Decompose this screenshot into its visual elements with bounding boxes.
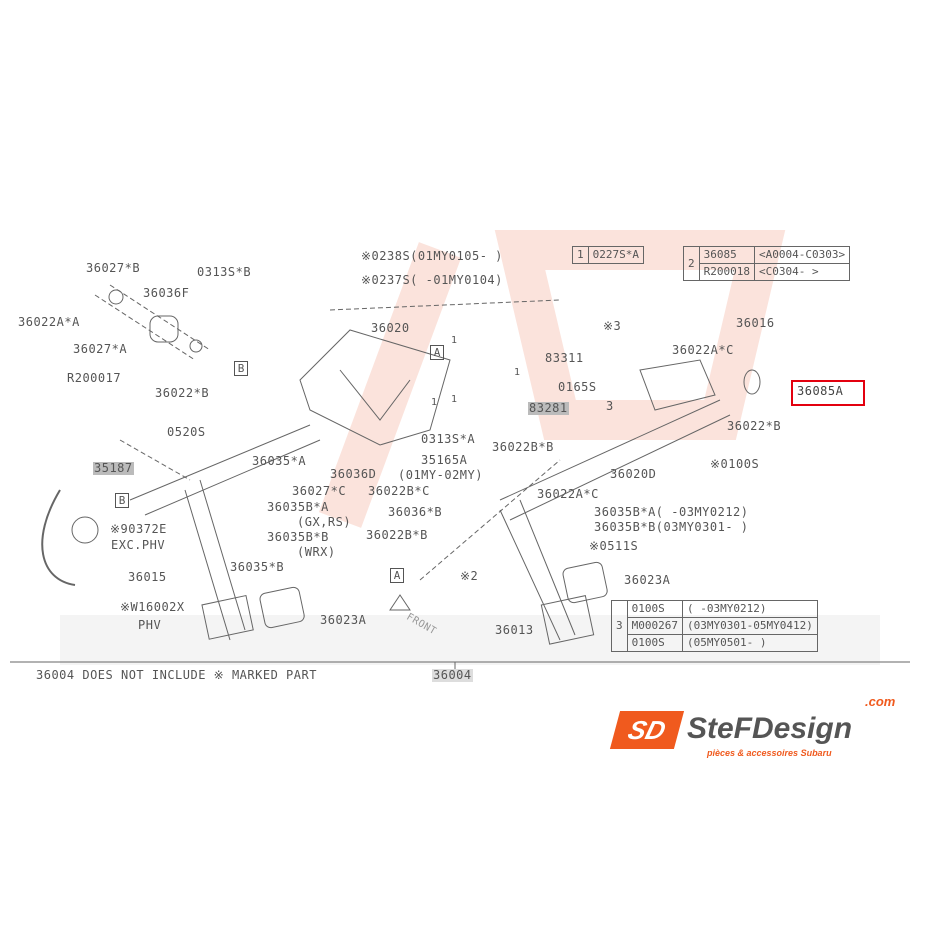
part-label-selected[interactable]: 36085A xyxy=(797,384,844,398)
part-label: ※90372E xyxy=(110,522,167,536)
part-number: M000267 xyxy=(626,617,683,635)
part-label: (01MY-02MY) xyxy=(398,468,483,482)
part-label: ※0100S xyxy=(710,457,760,471)
part-label: 0165S xyxy=(558,380,597,394)
part-label-highlighted: 35187 xyxy=(93,461,134,475)
ref-note-3: ※3 xyxy=(603,319,622,333)
part-label: 36036D xyxy=(330,467,377,481)
part-label: ※0238S(01MY0105- ) xyxy=(361,249,503,263)
part-label: 36035*A xyxy=(252,454,307,468)
part-label: 0313S*A xyxy=(421,432,476,446)
logo-mark: SD xyxy=(609,711,685,749)
part-label: 36022A*A xyxy=(18,315,80,329)
ref-circle-1: 1 xyxy=(514,367,521,378)
part-label: PHV xyxy=(138,618,162,632)
part-label: 36013 xyxy=(495,623,534,637)
part-label: ※0511S xyxy=(589,539,639,553)
date-range: (05MY0501- ) xyxy=(681,634,818,652)
part-number: 0100S xyxy=(626,634,683,652)
date-range: ( -03MY0212) xyxy=(681,600,818,618)
part-label: 36035B*A( -03MY0212) xyxy=(594,505,749,519)
part-number: 0227S*A xyxy=(587,246,644,264)
part-label: 83311 xyxy=(545,351,584,365)
part-label: 36022*B xyxy=(727,419,782,433)
date-range: <A0004-C0303> xyxy=(753,246,851,264)
part-label: 36022B*B xyxy=(366,528,428,542)
ref-circle-1: 1 xyxy=(431,397,438,408)
part-label: (WRX) xyxy=(297,545,336,559)
clutch-pedal-arm xyxy=(184,479,246,641)
part-label: 36022B*C xyxy=(368,484,430,498)
part-label: ※W16002X xyxy=(120,600,185,614)
part-label: 36035B*B xyxy=(267,530,329,544)
pedal-bracket xyxy=(299,329,451,446)
ref-circle-3: 3 xyxy=(606,399,614,413)
ref-box-a: A xyxy=(430,345,444,360)
part-label: 36023A xyxy=(320,613,367,627)
ref-circle-1: 1 xyxy=(451,335,458,346)
part-number: 36085 xyxy=(698,246,755,264)
brake-shaft xyxy=(499,399,731,521)
part-label: 36035B*B(03MY0301- ) xyxy=(594,520,749,534)
clutch-cable xyxy=(41,489,76,586)
part-number: 0100S xyxy=(626,600,683,618)
ref-box-b: B xyxy=(234,361,248,376)
part-label: 36035*B xyxy=(230,560,285,574)
part-label: 0313S*B xyxy=(197,265,252,279)
part-label: 0520S xyxy=(167,425,206,439)
part-label: 36036*B xyxy=(388,505,443,519)
ref-number: 3 xyxy=(611,600,628,652)
footer-note: 36004 DOES NOT INCLUDE ※ MARKED PART xyxy=(36,668,317,682)
selected-part-highlight xyxy=(791,380,865,406)
date-range: <C0304- > xyxy=(753,263,851,281)
ref-number: 1 xyxy=(572,246,589,264)
logo-brand: SteFDesign xyxy=(687,712,853,745)
part-label: (GX,RS) xyxy=(297,515,352,529)
ref-box-a: A xyxy=(390,568,404,583)
part-label: 35165A xyxy=(421,453,468,467)
shaft xyxy=(129,424,321,516)
brake-pedal-arm xyxy=(499,499,576,641)
part-label: ※0237S( -01MY0104) xyxy=(361,273,503,287)
ref-number: 2 xyxy=(683,246,700,281)
part-label: 36022B*B xyxy=(492,440,554,454)
part-label: 36027*A xyxy=(73,342,128,356)
ref-note-2: ※2 xyxy=(460,569,479,583)
stefdesign-logo: SD SteFDesign .com pièces & accessoires … xyxy=(609,695,915,761)
part-label: 36022A*C xyxy=(537,487,599,501)
part-label: R200017 xyxy=(67,371,122,385)
ref-box-b: B xyxy=(115,493,129,508)
part-label: 36022*B xyxy=(155,386,210,400)
boot-part xyxy=(149,315,179,343)
part-label: 36020 xyxy=(371,321,410,335)
logo-domain: .com xyxy=(865,694,896,709)
part-label: EXC.PHV xyxy=(111,538,166,552)
part-label-highlighted: 83281 xyxy=(528,401,569,415)
logo-tagline: pièces & accessoires Subaru xyxy=(707,748,832,758)
part-number: R200018 xyxy=(698,263,755,281)
part-label: 36016 xyxy=(736,316,775,330)
part-label: 36027*B xyxy=(86,261,141,275)
pedal-pad xyxy=(259,586,305,629)
part-label: 36022A*C xyxy=(672,343,734,357)
date-range: (03MY0301-05MY0412) xyxy=(681,617,818,635)
part-label: 36027*C xyxy=(292,484,347,498)
part-label: 36015 xyxy=(128,570,167,584)
part-label: 36020D xyxy=(610,467,657,481)
ref-circle-1: 1 xyxy=(451,394,458,405)
part-label: 36023A xyxy=(624,573,671,587)
assembly-number: 36004 xyxy=(432,668,473,682)
part-label: 36036F xyxy=(143,286,190,300)
part-label: 36035B*A xyxy=(267,500,329,514)
